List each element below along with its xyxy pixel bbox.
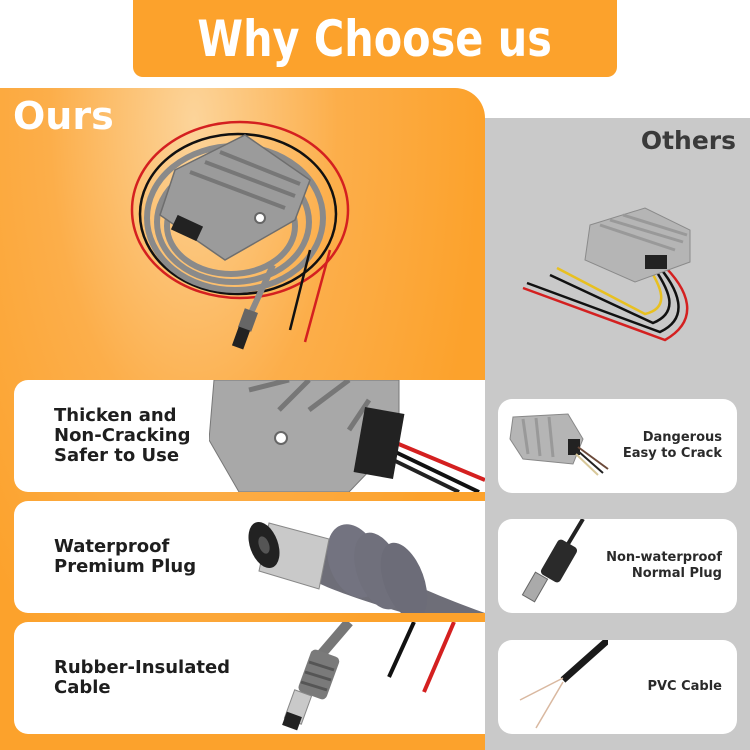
pvc-cable-image <box>519 640 608 729</box>
page-title: Why Choose us <box>197 9 553 68</box>
others-feature-card: PVC Cable <box>498 640 737 734</box>
feature-text: Rubber-Insulated Cable <box>54 657 231 698</box>
generic-converter-image <box>509 413 609 476</box>
title-banner: Why Choose us <box>133 0 617 77</box>
generic-plug-image <box>521 519 585 603</box>
rubber-cable-image <box>282 622 456 731</box>
others-label: Others <box>640 126 736 155</box>
others-feature-card: Dangerous Easy to Crack <box>498 399 737 493</box>
feature-text: Waterproof Premium Plug <box>54 536 197 577</box>
waterproof-plug-image <box>248 521 485 613</box>
ours-feature-card: Thicken and Non-Cracking Safer to Use <box>14 380 485 492</box>
ours-label: Ours <box>13 94 114 138</box>
ours-product-image <box>130 120 350 350</box>
feature-text: Thicken and Non-Cracking Safer to Use <box>54 405 191 466</box>
feature-text: Non-waterproof Normal Plug <box>606 550 722 581</box>
feature-text: PVC Cable <box>647 679 722 694</box>
others-feature-card: Non-waterproof Normal Plug <box>498 519 737 613</box>
feature-text: Dangerous Easy to Crack <box>622 430 722 461</box>
others-product-image <box>522 207 691 342</box>
ours-feature-card: Rubber-Insulated Cable <box>14 622 485 734</box>
heatsink-converter-image <box>209 380 485 492</box>
ours-feature-card: Waterproof Premium Plug <box>14 501 485 613</box>
